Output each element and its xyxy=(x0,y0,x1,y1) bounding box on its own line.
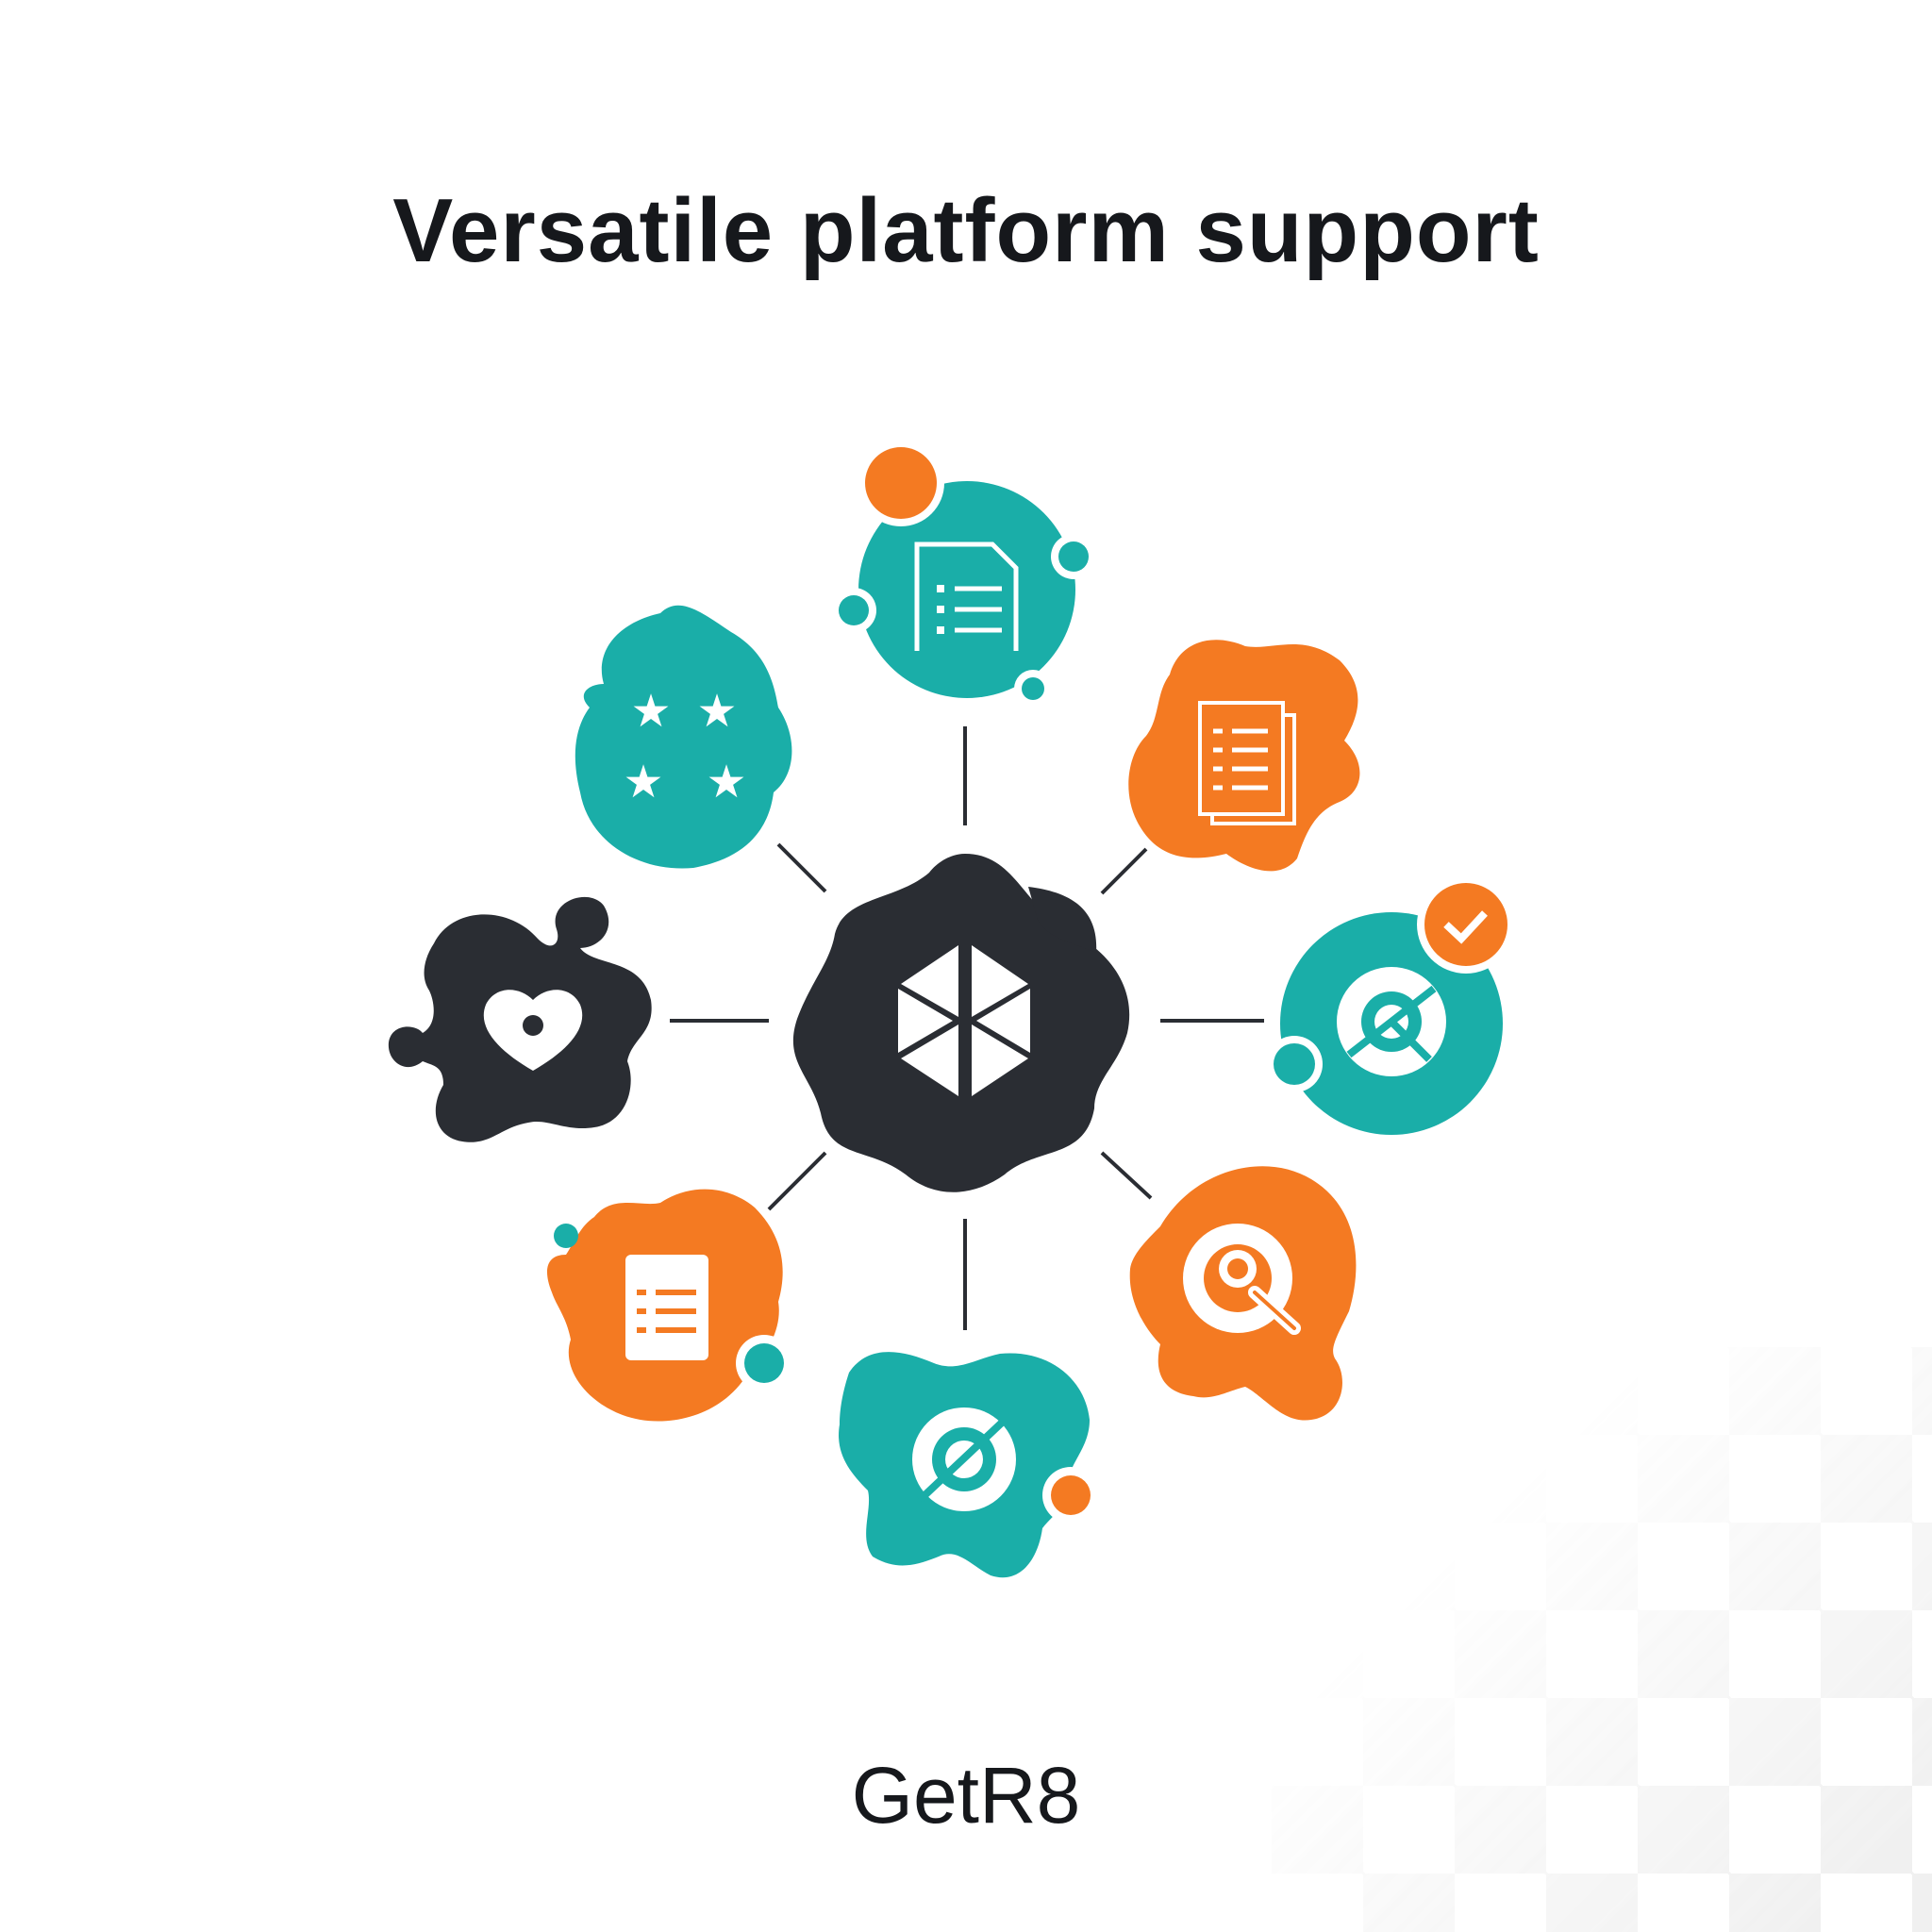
node-right xyxy=(1266,875,1515,1135)
report-list-icon xyxy=(1198,701,1296,825)
heart-icon xyxy=(483,990,583,1071)
node-top-right xyxy=(1128,640,1360,872)
checklist-icon xyxy=(625,1255,708,1360)
target-link-icon xyxy=(912,1407,1016,1511)
svg-text:★: ★ xyxy=(630,685,671,738)
svg-text:★: ★ xyxy=(696,685,737,738)
node-left xyxy=(388,896,652,1142)
check-icon xyxy=(1443,910,1488,944)
node-bottom xyxy=(839,1352,1099,1578)
search-user-icon xyxy=(1183,1224,1301,1335)
stars-rating-icon: ★ ★ ★ ★ xyxy=(623,685,746,808)
node-top-left: ★ ★ ★ ★ xyxy=(575,605,792,869)
center-node xyxy=(792,854,1130,1192)
node-bottom-right xyxy=(1129,1166,1357,1421)
svg-text:★: ★ xyxy=(706,756,746,808)
svg-text:★: ★ xyxy=(623,756,663,808)
document-list-icon xyxy=(914,541,1019,651)
checkerboard-background xyxy=(1272,1347,1932,1932)
page-title: Versatile platform support xyxy=(392,180,1540,281)
node-bottom-left xyxy=(547,1189,792,1422)
node-top xyxy=(831,440,1096,708)
cube-icon xyxy=(898,945,1030,1096)
connector-lines xyxy=(670,726,1264,1330)
target-check-icon xyxy=(1337,967,1446,1076)
brand-name: GetR8 xyxy=(851,1751,1081,1840)
